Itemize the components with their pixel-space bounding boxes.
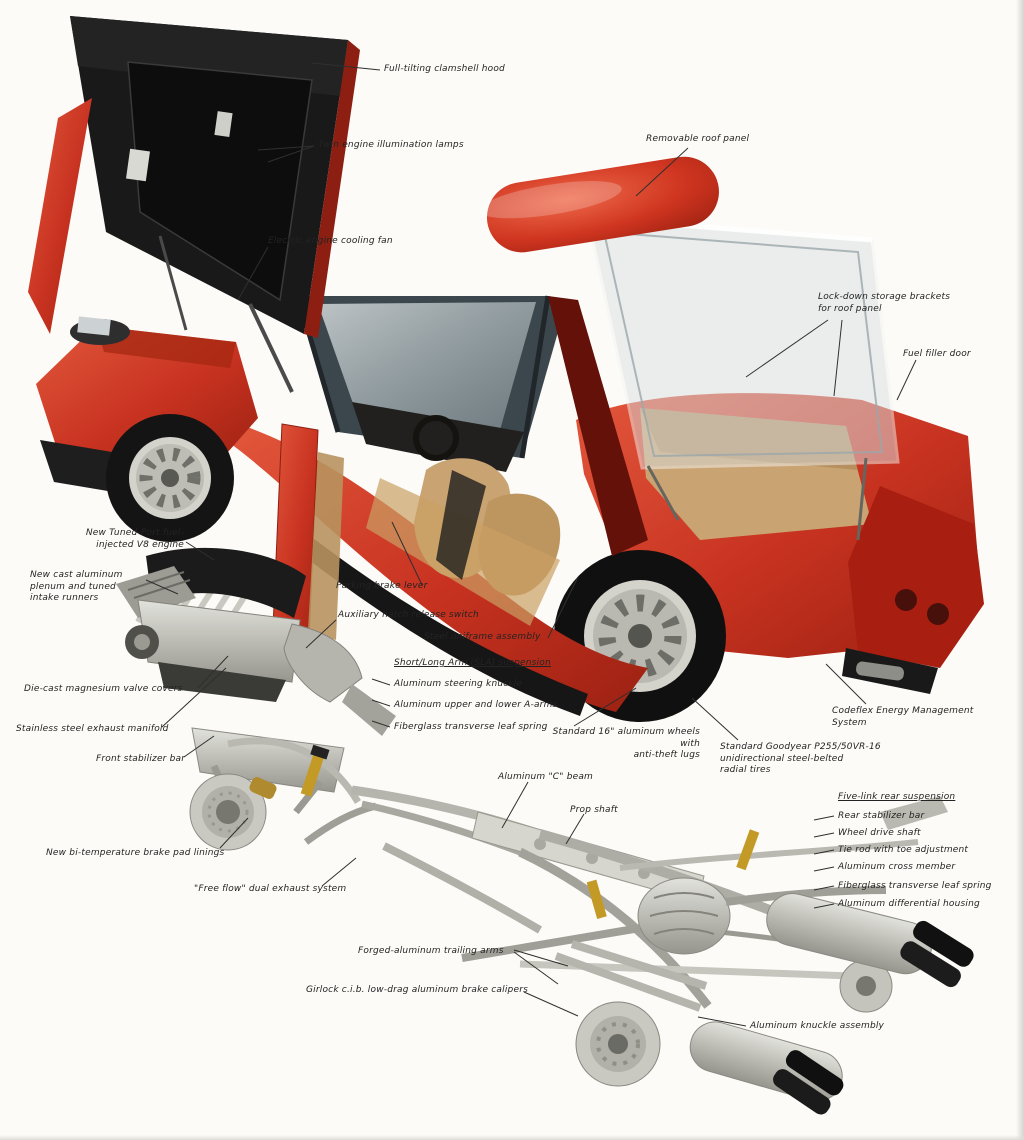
callout-roof-panel: Removable roof panel [646,134,750,144]
callout-front-leaf-spring: Fiberglass transverse leaf spring [394,722,548,732]
callout-drive-shaft: Wheel drive shaft [838,828,921,838]
callout-hatch-release: Auxiliary hatch release switch [338,610,479,620]
callout-sla-suspension: Short/Long Arm (SLA) suspension [394,658,551,668]
callout-c-beam: Aluminum "C" beam [498,772,594,782]
page-edge-bottom [0,1135,1024,1140]
callout-brake-calipers: Girlock c.i.b. low-drag aluminum brake c… [306,985,528,995]
callout-parking-brake: Parking brake lever [336,581,428,591]
front-end-illustration [36,316,258,542]
callout-intake-runners: New cast aluminum plenum and tuned intak… [30,570,123,603]
callout-five-link: Five-link rear suspension [838,792,956,802]
cabin-illustration [295,295,648,626]
front-suspension-illustration [189,727,361,851]
callout-exhaust-manifold: Stainless steel exhaust manifold [16,724,169,734]
callout-clamshell-hood: Full-tilting clamshell hood [384,64,505,74]
callout-illumination-lamps: Twin engine illumination lamps [318,140,464,150]
callout-brake-pads: New bi-temperature brake pad linings [46,848,225,858]
engine-illustration [116,547,396,736]
callout-trailing-arms: Forged-aluminum trailing arms [358,946,504,956]
callout-exhaust-system: "Free flow" dual exhaust system [194,884,347,894]
page-edge-right [1016,0,1024,1140]
callout-storage-brackets: Lock-down storage brackets for roof pane… [818,292,951,314]
callout-valve-covers: Die-cast magnesium valve covers [24,684,183,694]
callout-v8-engine: New Tuned-Port fuel- injected V8 engine [85,528,184,550]
callout-front-stabilizer: Front stabilizer bar [96,754,186,764]
rear-chassis-illustration [303,785,974,1115]
callout-cross-member: Aluminum cross member [838,862,956,872]
callout-tie-rod: Tie rod with toe adjustment [838,845,969,855]
callout-steering-knuckle: Aluminum steering knuckle [394,679,523,689]
roof-panel-illustration [479,156,719,253]
callout-tires: Standard Goodyear P255/50VR-16 unidirect… [720,742,881,775]
leader-lines [145,62,917,1027]
callout-diff-housing: Aluminum differential housing [838,899,980,909]
callout-a-arms: Aluminum upper and lower A-arms [394,700,558,710]
callout-wheels: Standard 16" aluminum wheels with anti-t… [552,727,700,760]
callout-prop-shaft: Prop shaft [570,805,618,815]
callout-rear-stabilizer: Rear stabilizer bar [838,811,925,821]
callout-energy-mgmt: Codeflex Energy Management System [832,706,974,728]
callout-cooling-fan: Electric engine cooling fan [268,236,393,246]
clamshell-hood-illustration [28,16,360,393]
callout-fuel-filler: Fuel filler door [903,349,971,359]
front-wheel-illustration [106,414,234,542]
rear-hatch-glass [586,216,900,470]
callout-uniframe: Steel uniframe assembly [424,632,541,642]
callout-knuckle-assembly: Aluminum knuckle assembly [750,1021,885,1031]
callout-rear-leaf-spring: Fiberglass transverse leaf spring [838,881,992,891]
